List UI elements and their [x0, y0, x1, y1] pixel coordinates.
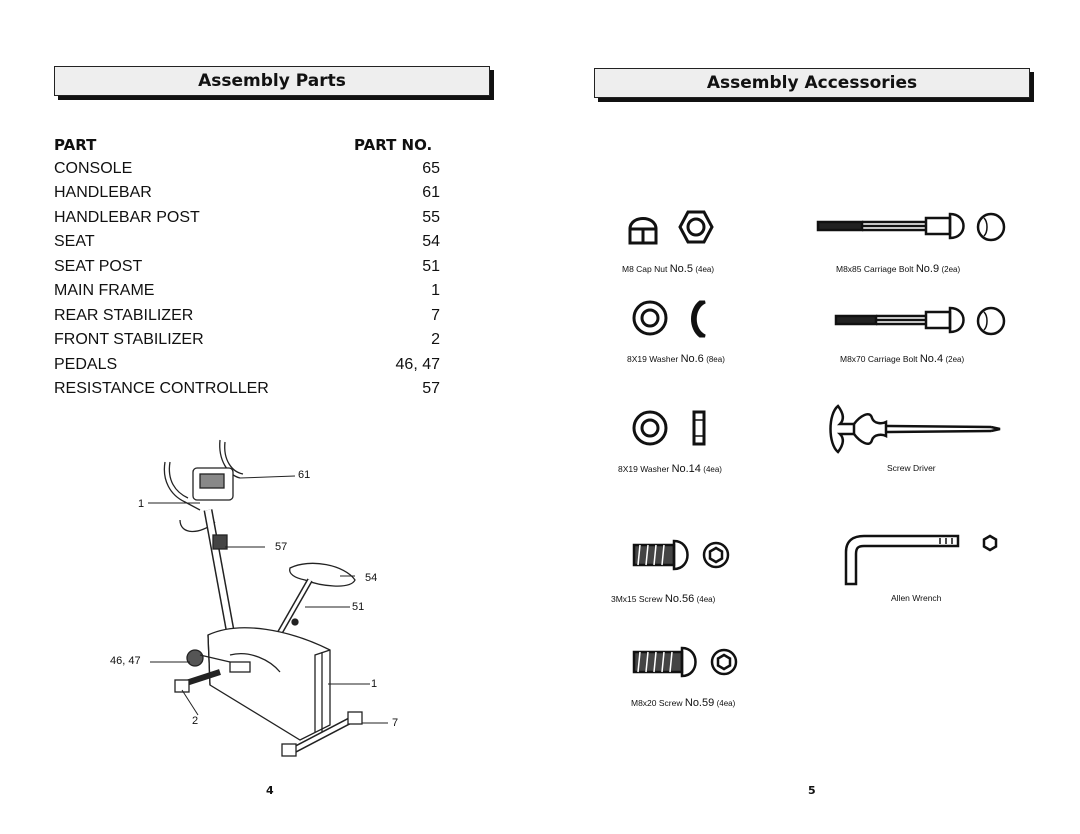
- item-number: No.6: [680, 353, 704, 365]
- part-column-header: PART: [54, 136, 97, 154]
- cap-nut-caption: M8 Cap Nut No.5 (4ea): [622, 263, 714, 275]
- item-desc: M8x85 Carriage Bolt: [836, 264, 914, 274]
- allen-wrench-icon: [844, 534, 998, 586]
- item-number: No.5: [669, 263, 693, 275]
- item-number: No.59: [684, 697, 715, 709]
- page-number-5: 5: [808, 784, 816, 797]
- callout-51: 51: [352, 601, 365, 613]
- item-desc: 8X19 Washer: [627, 354, 679, 364]
- part-name: RESISTANCE CONTROLLER: [54, 380, 269, 397]
- screw-driver-icon: [829, 404, 1001, 454]
- carriage-bolt-70-icon: [834, 306, 1006, 336]
- part-number: 46, 47: [395, 356, 440, 373]
- part-number: 1: [431, 282, 440, 299]
- parts-row: REAR STABILIZER 7: [54, 307, 440, 331]
- item-number: No.14: [671, 463, 701, 475]
- washer-6-caption: 8X19 Washer No.6 (8ea): [627, 353, 725, 365]
- callout-54: 54: [365, 572, 378, 584]
- parts-row: HANDLEBAR POST 55: [54, 209, 440, 233]
- screw-56-caption: 3Mx15 Screw No.56 (4ea): [611, 593, 715, 605]
- item-desc: M8 Cap Nut: [622, 264, 668, 274]
- part-name: HANDLEBAR POST: [54, 209, 200, 226]
- carriage-bolt-85-caption: M8x85 Carriage Bolt No.9 (2ea): [836, 263, 960, 275]
- parts-row: MAIN FRAME 1: [54, 282, 440, 306]
- part-no-column-header: PART NO.: [354, 136, 433, 154]
- item-qty: (4ea): [703, 465, 722, 474]
- assembly-accessories-header: Assembly Accessories: [594, 68, 1030, 98]
- part-name: SEAT: [54, 233, 95, 250]
- screw-driver-caption: Screw Driver: [887, 463, 936, 473]
- callout-1-frame: 1: [371, 678, 378, 690]
- part-number: 55: [422, 209, 440, 226]
- part-name: FRONT STABILIZER: [54, 331, 204, 348]
- item-desc: 8X19 Washer: [618, 464, 670, 474]
- item-qty: (4ea): [695, 265, 715, 274]
- item-qty: (2ea): [941, 265, 961, 274]
- part-number: 54: [422, 233, 440, 250]
- parts-row: SEAT POST 51: [54, 258, 440, 282]
- part-number: 2: [431, 331, 440, 348]
- screw-59-icon: [632, 646, 738, 678]
- part-name: HANDLEBAR: [54, 184, 152, 201]
- part-name: PEDALS: [54, 356, 118, 373]
- part-number: 61: [422, 184, 440, 201]
- screw-56-icon: [632, 539, 730, 571]
- parts-row: SEAT 54: [54, 233, 440, 257]
- page-number-4: 4: [266, 784, 274, 797]
- item-qty: (8ea): [706, 355, 725, 364]
- part-name: SEAT POST: [54, 258, 143, 275]
- washer-6-icon: [632, 300, 706, 338]
- callout-61: 61: [298, 469, 311, 481]
- item-qty: (4ea): [716, 699, 736, 708]
- part-number: 51: [422, 258, 440, 275]
- part-name: CONSOLE: [54, 160, 133, 177]
- washer-14-icon: [632, 410, 706, 446]
- parts-row: PEDALS 46, 47: [54, 356, 440, 380]
- item-desc: Screw Driver: [887, 463, 936, 473]
- carriage-bolt-85-icon: [816, 212, 1006, 242]
- callout-46-47: 46, 47: [110, 655, 141, 667]
- parts-row: RESISTANCE CONTROLLER 57: [54, 380, 440, 404]
- part-name: MAIN FRAME: [54, 282, 155, 299]
- part-name: REAR STABILIZER: [54, 307, 194, 324]
- item-desc: M8x20 Screw: [631, 698, 683, 708]
- parts-row: HANDLEBAR 61: [54, 184, 440, 208]
- item-number: No.56: [664, 593, 695, 605]
- callout-2: 2: [192, 715, 199, 727]
- item-number: No.9: [915, 263, 940, 275]
- screw-59-caption: M8x20 Screw No.59 (4ea): [631, 697, 735, 709]
- callout-7: 7: [392, 717, 399, 729]
- callout-1-handlebar: 1: [138, 498, 145, 510]
- cap-nut-icon: [628, 210, 714, 245]
- item-desc: Allen Wrench: [891, 593, 942, 603]
- item-desc: M8x70 Carriage Bolt: [840, 354, 918, 364]
- part-number: 7: [431, 307, 440, 324]
- item-number: No.4: [919, 353, 944, 365]
- item-qty: (2ea): [945, 355, 965, 364]
- washer-14-caption: 8X19 Washer No.14 (4ea): [618, 463, 722, 475]
- parts-row: FRONT STABILIZER 2: [54, 331, 440, 355]
- item-qty: (4ea): [696, 595, 716, 604]
- parts-row: CONSOLE 65: [54, 160, 440, 184]
- carriage-bolt-70-caption: M8x70 Carriage Bolt No.4 (2ea): [840, 353, 964, 365]
- part-number: 57: [422, 380, 440, 397]
- exercise-bike-diagram: [148, 439, 388, 757]
- callout-57: 57: [275, 541, 288, 553]
- item-desc: 3Mx15 Screw: [611, 594, 663, 604]
- assembly-parts-header: Assembly Parts: [54, 66, 490, 96]
- allen-wrench-caption: Allen Wrench: [891, 593, 941, 603]
- part-number: 65: [422, 160, 440, 177]
